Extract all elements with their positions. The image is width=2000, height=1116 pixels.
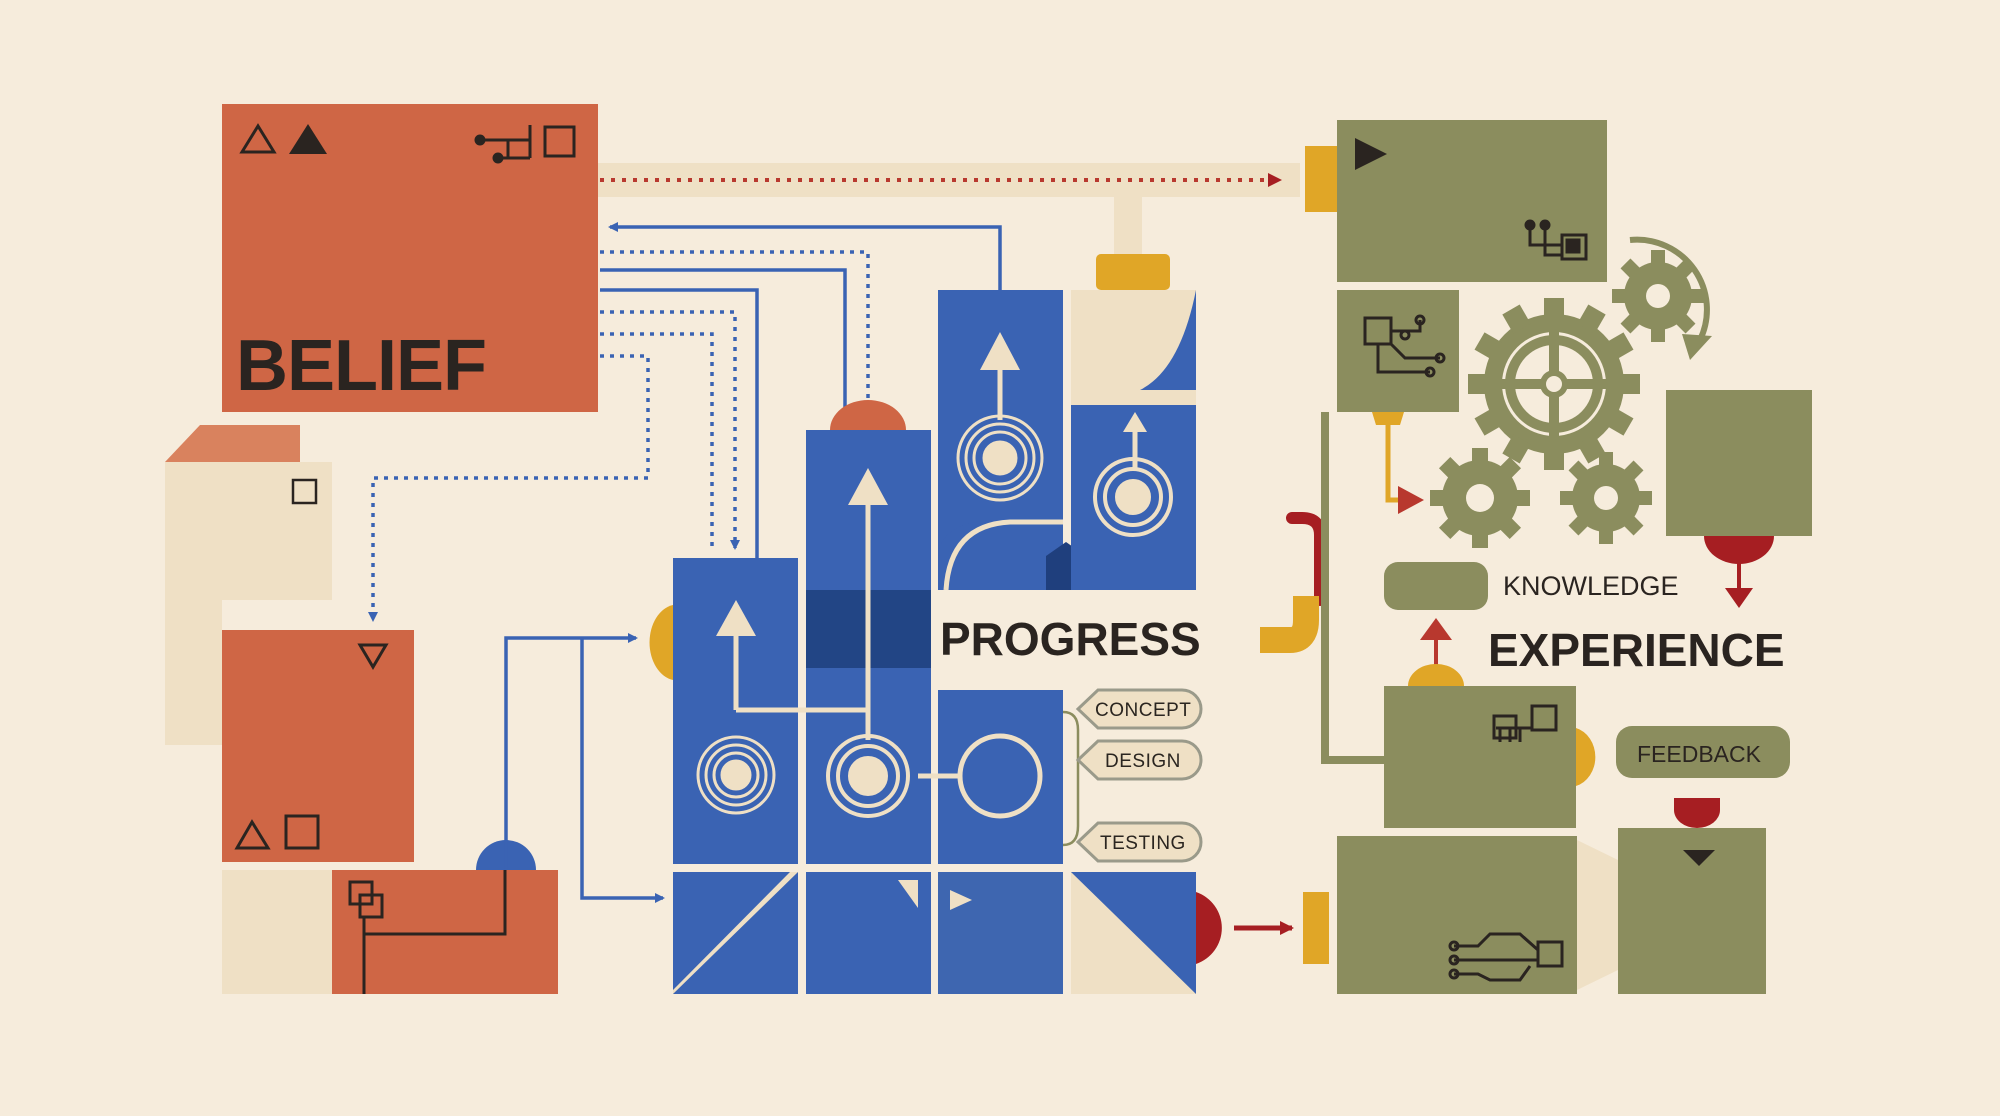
olive-block-bottom xyxy=(1337,836,1577,994)
blue-solid-connector-3 xyxy=(600,288,759,558)
arrow-head xyxy=(1123,412,1147,432)
triangle-filled-icon xyxy=(289,124,327,154)
gear-icon xyxy=(1468,298,1640,470)
cream-paper-panel xyxy=(165,462,332,745)
knowledge-cluster: KNOWLEDGE EXPERIENCE FEEDBACK xyxy=(1260,120,1812,994)
red-dome xyxy=(1674,798,1720,828)
blue-solid-connector-2 xyxy=(600,268,847,410)
yellow-dome xyxy=(1408,664,1464,686)
circuit-icon xyxy=(1492,704,1558,742)
experience-label: EXPERIENCE xyxy=(1488,624,1785,676)
olive-connector xyxy=(1321,412,1384,764)
blue-quarter xyxy=(1140,290,1196,390)
stage-pill-testing: TESTING xyxy=(1075,821,1203,863)
gear-icon xyxy=(1560,452,1652,544)
circuit-icon xyxy=(1448,932,1564,982)
knowledge-pill xyxy=(1384,562,1488,610)
triangle-outline-icon xyxy=(234,819,271,850)
yellow-connector xyxy=(1305,146,1337,212)
circuit-icon xyxy=(1363,314,1446,378)
cream-triangle-icon xyxy=(898,880,918,908)
blue-connector-lower-1 xyxy=(504,633,638,870)
down-arrow-icon xyxy=(1683,850,1715,866)
feedback-label: FEEDBACK xyxy=(1637,741,1762,767)
triangle-outline-icon xyxy=(357,643,389,670)
circuit-icon xyxy=(474,125,532,164)
open-circle-icon xyxy=(957,733,1043,819)
knowledge-label: KNOWLEDGE xyxy=(1503,571,1679,601)
target-circle-icon xyxy=(956,414,1044,502)
blue-dotted-connector-5 xyxy=(600,332,714,552)
olive-block-experience xyxy=(1384,686,1576,828)
rotate-arrow-head xyxy=(1682,334,1712,360)
orange-dome xyxy=(830,400,906,430)
feedback-pill xyxy=(1616,726,1790,778)
triangle-outline-icon xyxy=(239,123,277,154)
belief-label: BELIEF xyxy=(236,326,486,406)
cream-funnel xyxy=(1577,840,1618,990)
arrow-head xyxy=(848,468,888,505)
cream-beam-drop xyxy=(1114,197,1142,259)
rotate-arrow-icon xyxy=(1629,236,1710,342)
yellow-drip xyxy=(1372,412,1404,425)
arrow-up-icon xyxy=(733,365,1138,779)
red-arrow-head xyxy=(1398,486,1424,514)
gear-icon xyxy=(1430,448,1530,548)
paper-fold xyxy=(165,425,300,462)
stage-pill-design: DESIGN xyxy=(1075,739,1203,781)
play-icon xyxy=(950,890,972,910)
blue-dotted-connector-4 xyxy=(600,310,740,550)
square-outline-icon xyxy=(284,814,320,850)
circuit-line-icon xyxy=(348,870,507,994)
belief-connectors xyxy=(368,163,1300,903)
progress-cluster: PROGRESS CONCEPT DESIGN TESTING xyxy=(649,254,1294,994)
blue-return-connector xyxy=(608,222,1002,290)
arrow-head xyxy=(980,332,1020,370)
red-dome xyxy=(1704,536,1774,564)
cream-base-block xyxy=(222,870,334,994)
red-pipe xyxy=(1286,512,1326,606)
progress-label: PROGRESS xyxy=(940,613,1201,665)
target-circle-icon xyxy=(826,734,910,818)
belief-block xyxy=(222,104,598,412)
red-knob xyxy=(1196,892,1222,964)
circuit-icon xyxy=(1524,219,1588,261)
olive-block-right xyxy=(1666,390,1812,536)
gear-icon xyxy=(1612,250,1704,342)
cream-curve xyxy=(943,519,1063,591)
belief-cluster: BELIEF xyxy=(165,104,598,994)
arrow-head xyxy=(716,600,756,636)
yellow-pipe-elbow xyxy=(1260,596,1319,653)
stage-bracket xyxy=(1062,710,1080,847)
orange-base-block xyxy=(332,870,558,994)
blue-connector-lower-2 xyxy=(580,638,665,903)
stage-label-design: DESIGN xyxy=(1105,751,1181,772)
target-circle-icon xyxy=(696,735,776,815)
play-icon xyxy=(1355,138,1387,170)
blue-triangle xyxy=(1071,872,1196,994)
blue-block xyxy=(938,872,1063,994)
stage-pill-concept: CONCEPT xyxy=(1075,688,1203,730)
square-outline-icon xyxy=(543,125,576,158)
yellow-connector xyxy=(1303,892,1329,964)
red-arrow-up xyxy=(1420,618,1452,640)
target-circle-icon xyxy=(1093,457,1173,537)
blue-triangle xyxy=(673,872,798,994)
blue-dotted-connector-6 xyxy=(368,354,650,622)
down-arrow-icon xyxy=(1725,588,1753,608)
yellow-side-knob xyxy=(1576,728,1596,786)
yellow-half-dome xyxy=(649,605,673,680)
stage-label-testing: TESTING xyxy=(1100,833,1186,854)
stage-label-concept: CONCEPT xyxy=(1095,700,1191,721)
yellow-cap xyxy=(1096,254,1170,290)
square-outline-icon xyxy=(291,478,318,505)
